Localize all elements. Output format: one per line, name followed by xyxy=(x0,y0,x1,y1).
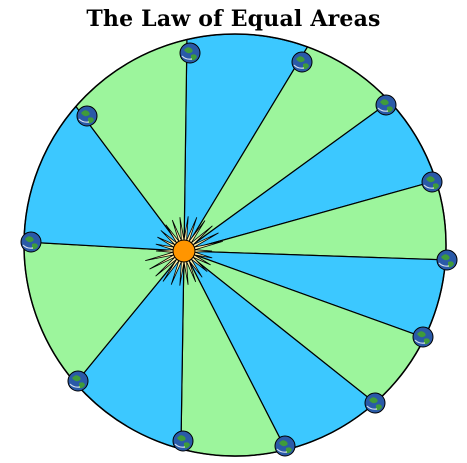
planet-earth-icon xyxy=(180,43,200,63)
planet-earth-icon xyxy=(437,250,457,270)
sun-core xyxy=(173,240,195,262)
planet-earth-icon xyxy=(365,393,385,413)
planet-earth-icon xyxy=(292,52,312,72)
planet-earth-icon xyxy=(21,232,41,252)
planet-earth-icon xyxy=(376,95,396,115)
planet-earth-icon xyxy=(173,431,193,451)
planet-earth-icon xyxy=(422,172,442,192)
planet-earth-icon xyxy=(413,327,433,347)
planet-earth-icon xyxy=(77,106,97,126)
planet-earth-icon xyxy=(275,436,295,456)
planet-earth-icon xyxy=(68,371,88,391)
